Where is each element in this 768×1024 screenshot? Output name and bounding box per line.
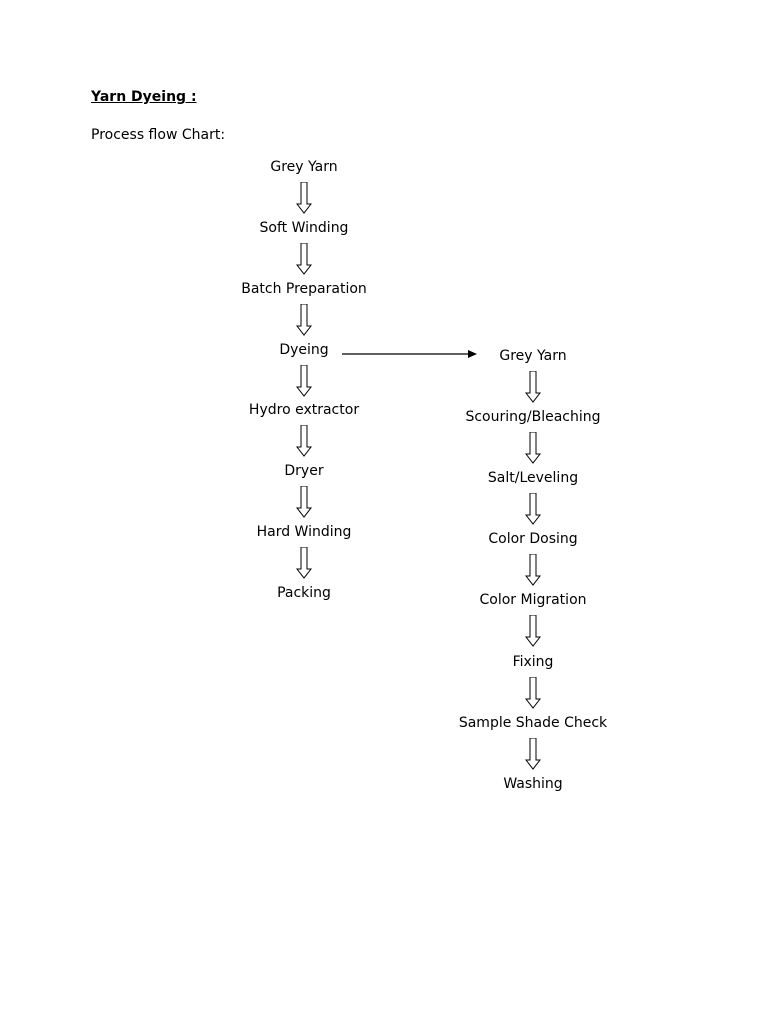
- main-step-dyeing: Dyeing: [279, 342, 329, 358]
- main-step-dryer: Dryer: [284, 463, 324, 479]
- hollow-down-arrow-icon: [525, 493, 541, 525]
- dyeing-step-grey-yarn: Grey Yarn: [499, 348, 567, 364]
- dyeing-step-sample-shade-check: Sample Shade Check: [458, 715, 608, 731]
- main-step-hard-winding: Hard Winding: [256, 524, 352, 540]
- dyeing-step-salt-leveling: Salt/Leveling: [487, 470, 579, 486]
- hollow-down-arrow-icon: [296, 365, 312, 397]
- dyeing-step-fixing: Fixing: [512, 654, 554, 670]
- dyeing-step-color-migration: Color Migration: [479, 592, 587, 608]
- hollow-down-arrow-icon: [525, 432, 541, 464]
- hollow-down-arrow-icon: [296, 182, 312, 214]
- document-subtitle: Process flow Chart:: [91, 127, 226, 143]
- main-step-soft-winding: Soft Winding: [259, 220, 349, 236]
- hollow-down-arrow-icon: [296, 304, 312, 336]
- hollow-down-arrow-icon: [525, 615, 541, 647]
- hollow-down-arrow-icon: [296, 547, 312, 579]
- hollow-down-arrow-icon: [296, 486, 312, 518]
- main-step-hydro-extractor: Hydro extractor: [248, 402, 360, 418]
- hollow-down-arrow-icon: [296, 243, 312, 275]
- dyeing-step-color-dosing: Color Dosing: [488, 531, 578, 547]
- hollow-down-arrow-icon: [525, 554, 541, 586]
- hollow-down-arrow-icon: [296, 425, 312, 457]
- document-title: Yarn Dyeing :: [91, 89, 197, 105]
- main-step-grey-yarn: Grey Yarn: [270, 159, 338, 175]
- main-step-batch-preparation: Batch Preparation: [241, 281, 367, 297]
- hollow-down-arrow-icon: [525, 677, 541, 709]
- dyeing-step-scouring-bleaching: Scouring/Bleaching: [465, 409, 601, 425]
- dyeing-step-washing: Washing: [503, 776, 563, 792]
- main-step-packing: Packing: [277, 585, 331, 601]
- hollow-down-arrow-icon: [525, 738, 541, 770]
- hollow-down-arrow-icon: [525, 371, 541, 403]
